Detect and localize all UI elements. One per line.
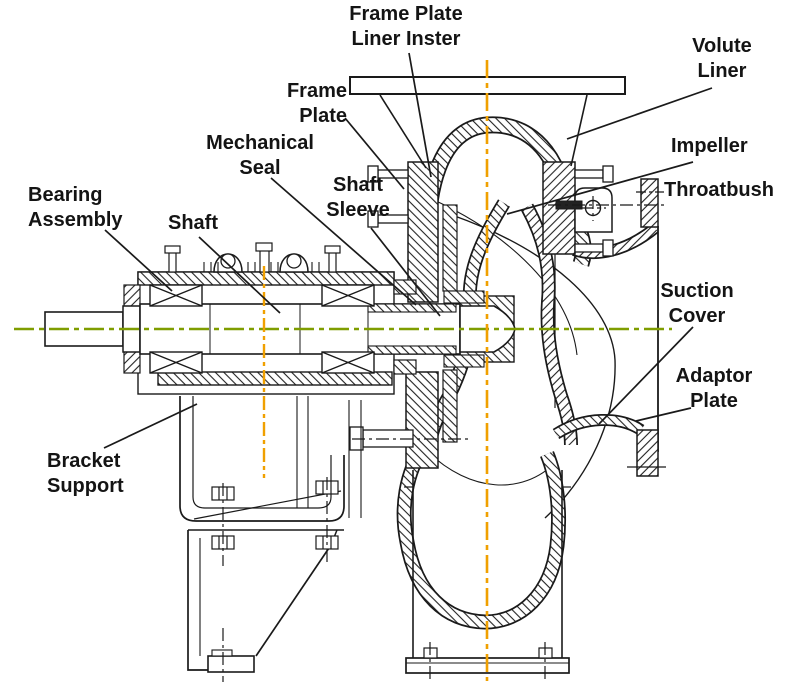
volute-right-flange xyxy=(542,161,614,257)
leader-volute-liner xyxy=(566,87,713,140)
label-adaptor-plate: Adaptor Plate xyxy=(664,364,764,414)
leader-suction-cover xyxy=(598,326,694,425)
leader-shaft xyxy=(198,236,281,314)
label-line: Plate xyxy=(690,390,738,412)
label-throatbush: Throatbush xyxy=(664,178,774,203)
label-bearing-assembly: Bearing Assembly xyxy=(28,183,123,233)
label-bracket-support: Bracket Support xyxy=(47,449,124,499)
label-suction-cover: Suction Cover xyxy=(647,279,747,329)
label-line: Impeller xyxy=(671,135,748,157)
label-line: Suction xyxy=(660,280,734,302)
leader-shaft-sleeve xyxy=(370,227,441,317)
frame-plate-part xyxy=(349,161,458,469)
label-line: Adaptor xyxy=(675,365,753,387)
label-line: Liner Inster xyxy=(351,28,461,50)
leader-frame-plate xyxy=(344,117,405,190)
label-shaft-sleeve: Shaft Sleeve xyxy=(308,173,408,223)
flange-bolts-right xyxy=(574,165,614,257)
leader-mechanical-seal xyxy=(270,177,417,306)
label-line: Shaft xyxy=(333,174,383,196)
leader-lines xyxy=(103,52,713,449)
label-line: Bearing xyxy=(28,184,103,206)
flange-bolts-left xyxy=(367,165,409,228)
label-shaft: Shaft xyxy=(168,211,218,236)
leader-impeller xyxy=(506,161,694,215)
label-line: Liner xyxy=(697,60,747,82)
label-line: Volute xyxy=(692,35,752,57)
label-line: Frame Plate xyxy=(349,3,463,25)
leader-bearing-assembly xyxy=(104,229,173,292)
leader-bracket-support xyxy=(103,403,198,449)
label-line: Shaft xyxy=(168,212,218,234)
adaptor-plate-leg xyxy=(636,429,659,477)
leader-frame-plate-liner-inster xyxy=(408,52,432,178)
label-line: Seal xyxy=(239,157,281,179)
label-line: Plate xyxy=(299,105,347,127)
bracket-support-part xyxy=(179,396,362,673)
housing-top-cover xyxy=(137,271,395,286)
shaft-sleeve-band xyxy=(367,345,457,355)
label-line: Bracket xyxy=(47,450,121,472)
label-line: Assembly xyxy=(28,209,123,231)
label-frame-plate-liner-inster: Frame Plate Liner Inster xyxy=(336,2,476,52)
label-frame-plate: Frame Plate xyxy=(275,79,347,129)
label-line: Support xyxy=(47,475,124,497)
label-mechanical-seal: Mechanical Seal xyxy=(195,131,325,181)
shaft-sleeve-band xyxy=(367,303,457,313)
bracket-foot xyxy=(207,655,255,673)
housing-bottom xyxy=(157,371,393,386)
cooling-fins xyxy=(203,262,320,272)
label-impeller: Impeller xyxy=(671,134,748,159)
suction-cover-part xyxy=(627,178,666,477)
label-line: Cover xyxy=(668,305,726,327)
throatbush-bar xyxy=(640,178,659,228)
bearings xyxy=(149,284,375,374)
detail-centerlines xyxy=(222,196,666,682)
label-line: Frame xyxy=(286,80,347,102)
centerlines xyxy=(14,60,672,681)
label-line: Sleeve xyxy=(326,199,390,221)
label-line: Throatbush xyxy=(664,179,774,201)
label-volute-liner: Volute Liner xyxy=(672,34,772,84)
label-line: Mechanical xyxy=(206,132,314,154)
leader-adaptor-plate xyxy=(635,407,692,422)
